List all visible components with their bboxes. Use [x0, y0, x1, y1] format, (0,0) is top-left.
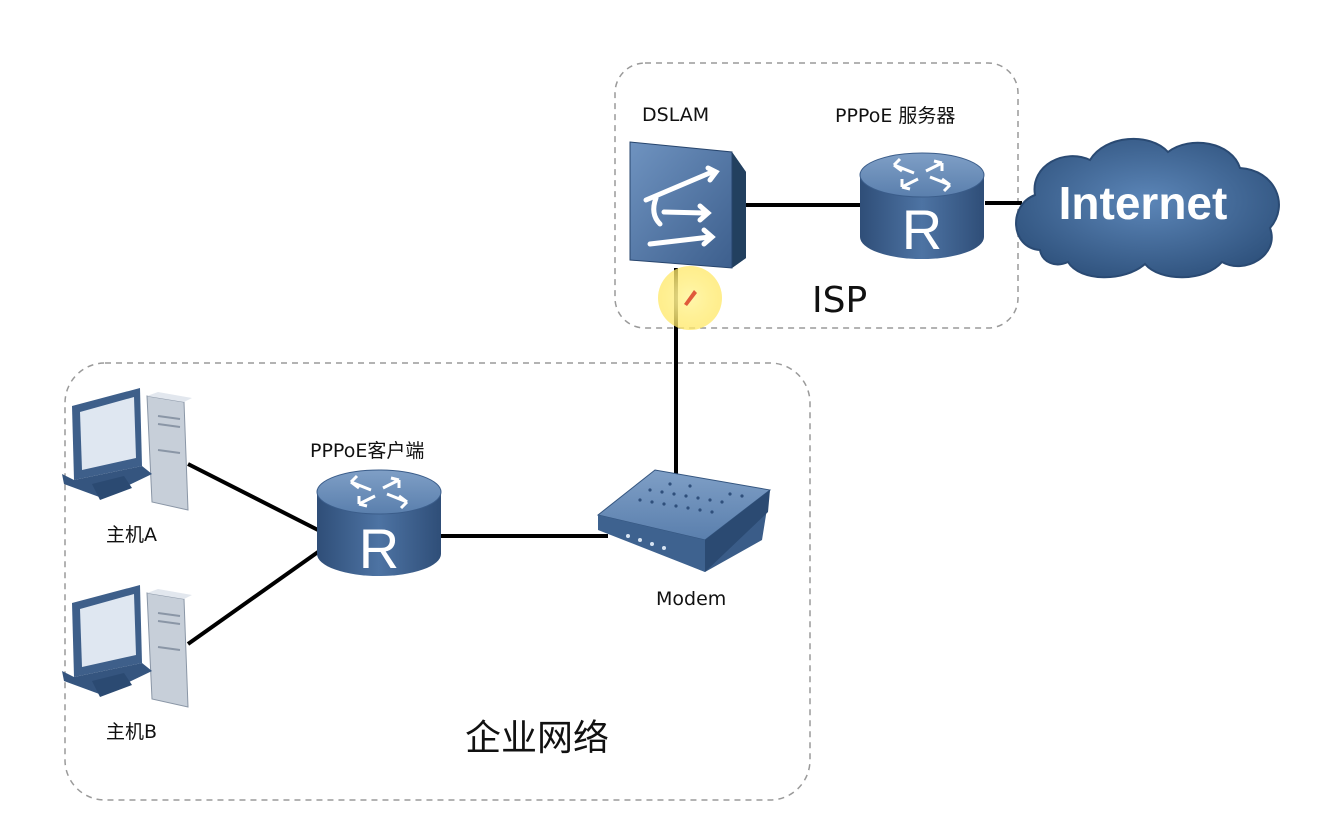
isp-zone [614, 62, 1019, 329]
router-icon: R [316, 469, 442, 580]
dslam-label: DSLAM [642, 104, 709, 126]
modem-label: Modem [656, 588, 726, 610]
links [186, 201, 1022, 646]
router-glyph: R [359, 517, 399, 580]
host-b-label: 主机B [106, 721, 157, 743]
host-b-device[interactable]: 主机B [62, 585, 192, 743]
modem-device[interactable]: Modem [596, 469, 772, 610]
pppoe-client-device[interactable]: R PPPoE客户端 [310, 440, 442, 580]
link-hosta-client [187, 462, 319, 532]
link-hostb-client [186, 550, 320, 646]
internet-label: Internet [1059, 177, 1228, 229]
cloud-icon [1015, 137, 1280, 279]
router-glyph: R [902, 198, 942, 261]
internet-cloud[interactable]: Internet [1015, 137, 1280, 279]
pppoe-client-label: PPPoE客户端 [310, 440, 424, 462]
desktop-computer-icon [62, 585, 192, 708]
enterprise-zone [64, 362, 811, 801]
host-a-label: 主机A [106, 524, 157, 546]
router-icon: R [859, 152, 985, 261]
pen-cursor-icon [684, 290, 697, 306]
cursor-highlight [658, 266, 722, 330]
pppoe-server-device[interactable]: R PPPoE 服务器 [835, 105, 985, 261]
modem-icon [596, 469, 772, 572]
dslam-switch-icon [629, 141, 746, 269]
dslam-device[interactable]: DSLAM [629, 104, 746, 269]
pppoe-server-label: PPPoE 服务器 [835, 105, 955, 127]
isp-zone-label: ISP [812, 280, 867, 321]
desktop-computer-icon [62, 388, 192, 511]
enterprise-zone-label: 企业网络 [465, 718, 609, 759]
host-a-device[interactable]: 主机A [62, 388, 192, 546]
